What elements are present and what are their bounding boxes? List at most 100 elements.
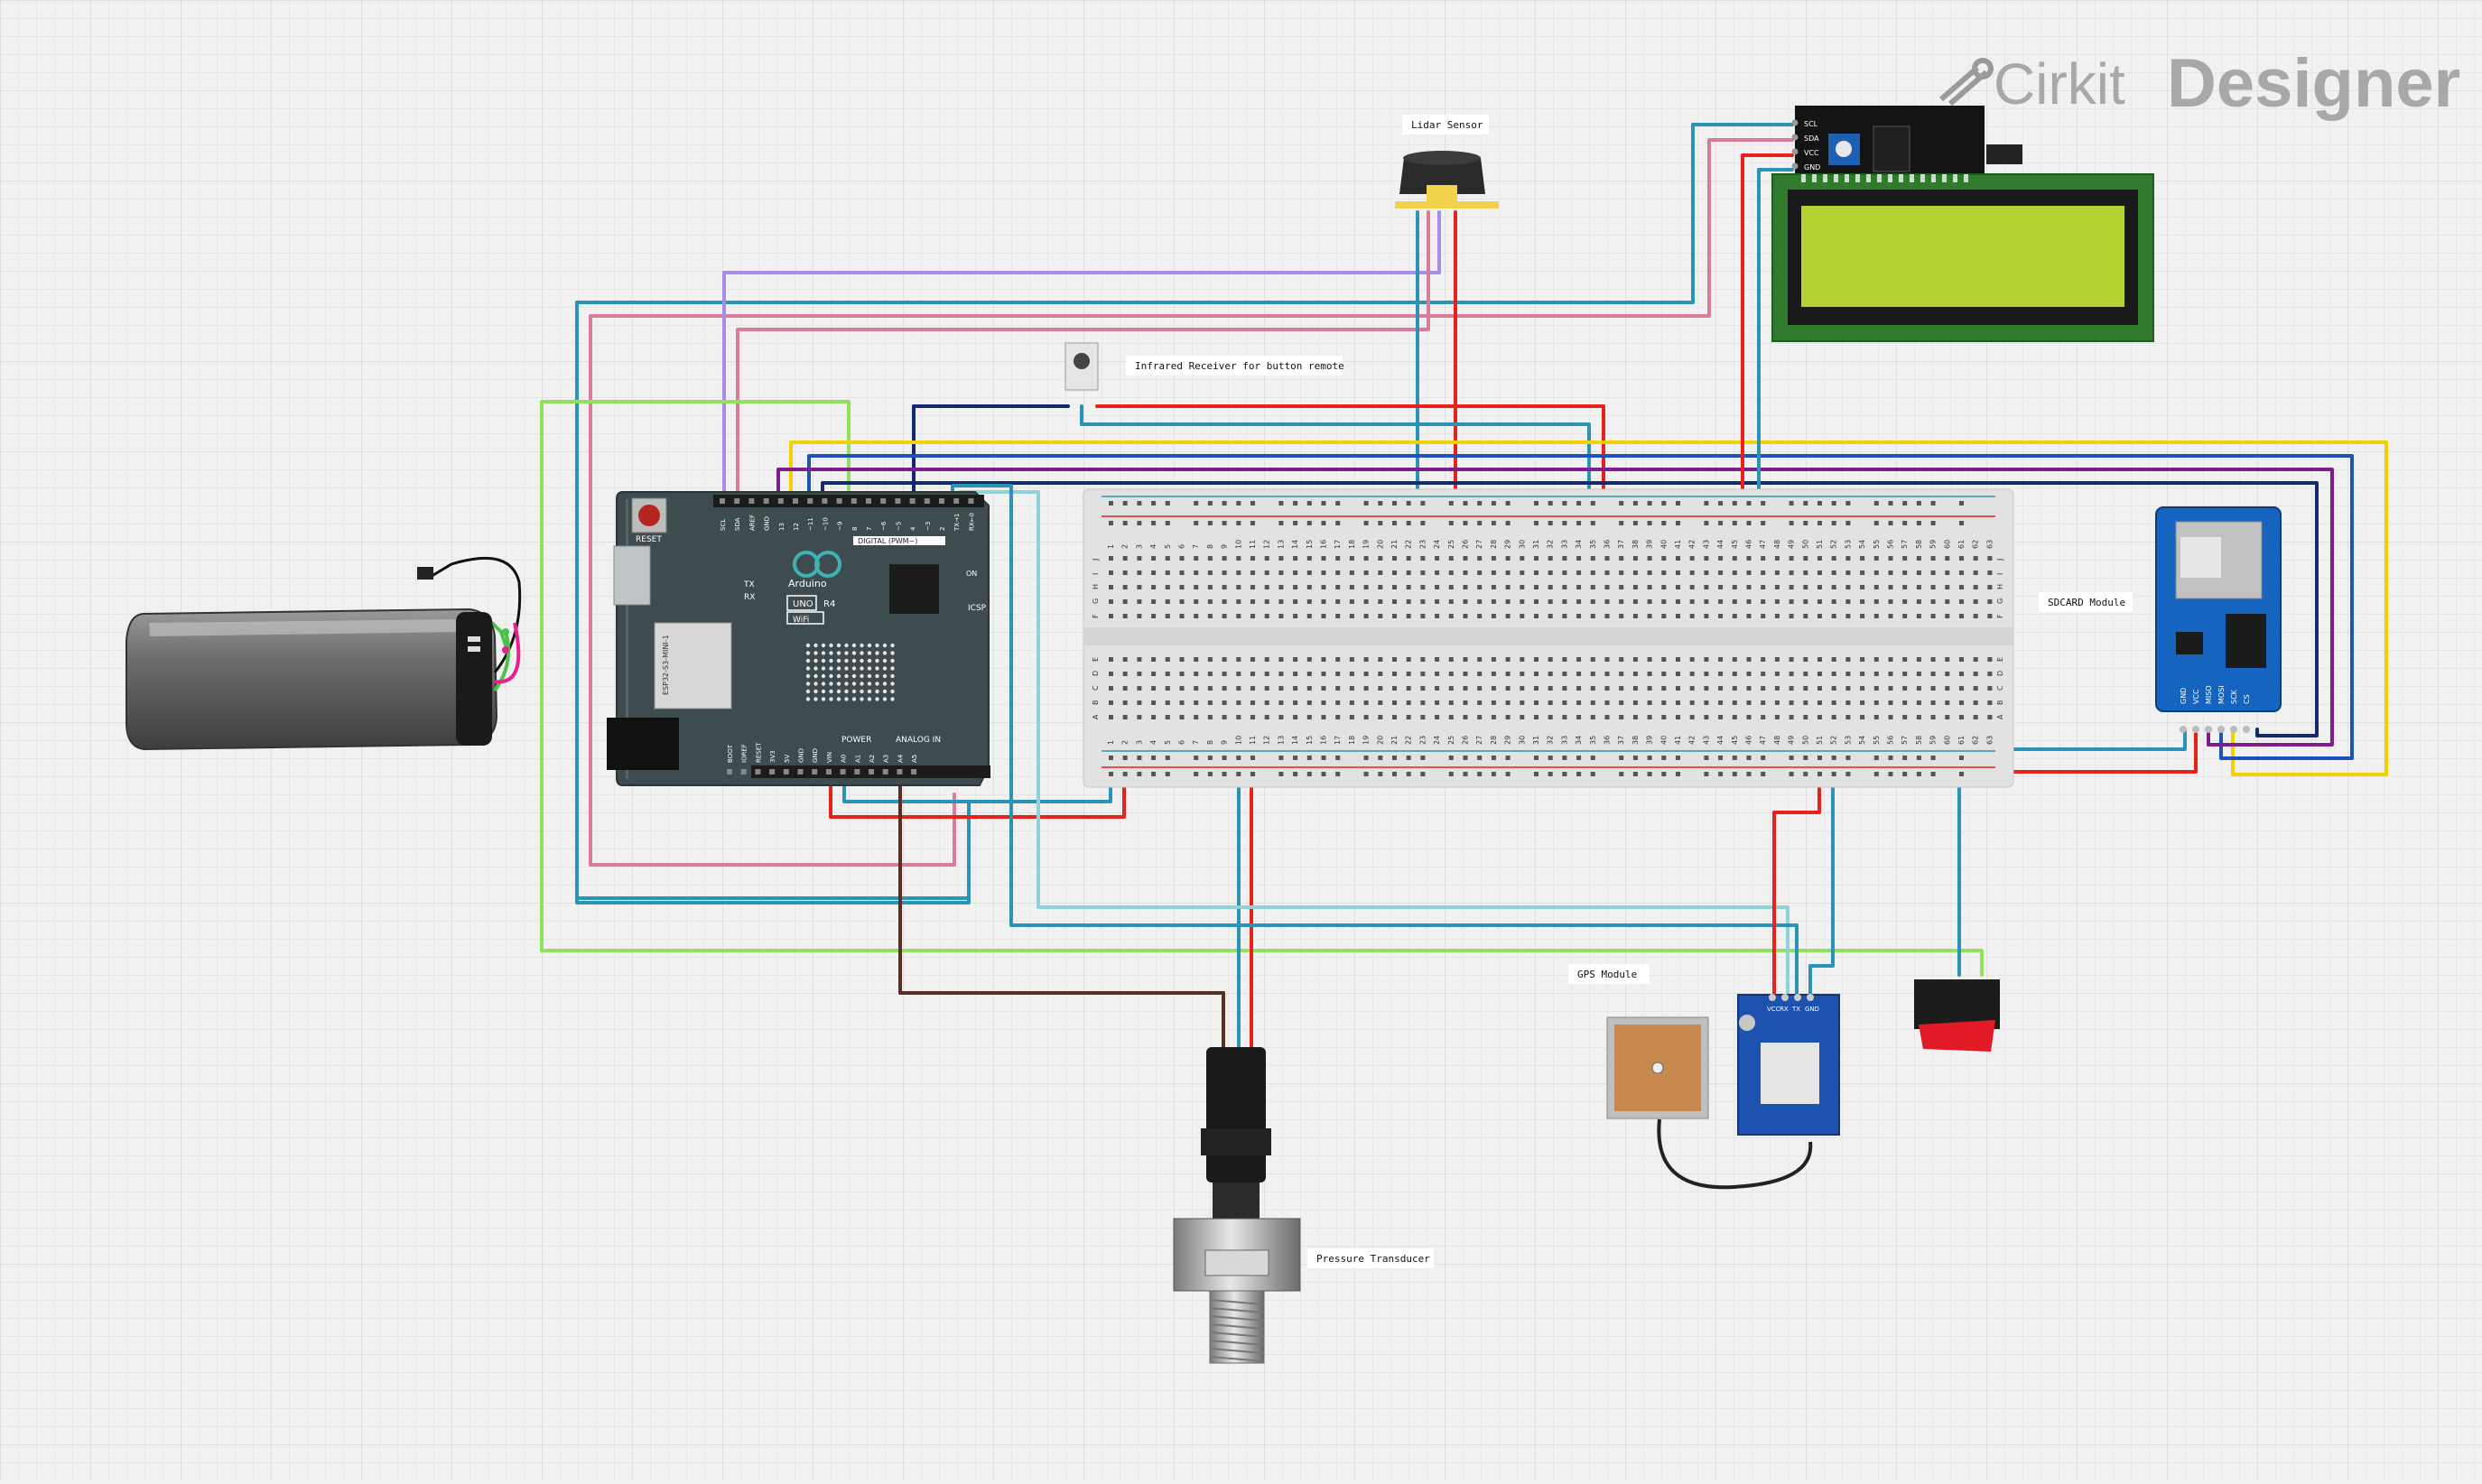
svg-text:~3: ~3: [925, 522, 932, 531]
svg-text:~10: ~10: [822, 517, 829, 531]
svg-text:34: 34: [1575, 736, 1583, 745]
wire-blue-sd-sck[interactable]: [807, 454, 2354, 760]
svg-text:61: 61: [1957, 540, 1966, 549]
infrared-receiver[interactable]: Infrared Receiver for button remote: [1064, 342, 1344, 391]
breadboard[interactable]: 1122334455667788991010111112121313141415…: [1083, 488, 2014, 788]
svg-text:VIN: VIN: [826, 752, 833, 763]
svg-text:20: 20: [1376, 736, 1384, 745]
wire-teal-gps-gnd[interactable]: [1808, 756, 1835, 995]
svg-text:22: 22: [1405, 736, 1413, 745]
wire-pink-lcd[interactable]: [589, 138, 1794, 867]
svg-text:4: 4: [1149, 544, 1157, 549]
esp32-module-label: ESP32-S3-MINI-1: [662, 635, 670, 695]
svg-text:41: 41: [1674, 540, 1682, 549]
svg-text:3: 3: [1135, 544, 1143, 549]
svg-text:SCL: SCL: [1804, 120, 1818, 128]
svg-text:GND: GND: [798, 748, 805, 763]
wire-red-gps-vcc[interactable]: [1772, 773, 1821, 995]
brand-prefix: Cirkit: [1994, 51, 2125, 116]
wire-pink-lidar[interactable]: [736, 210, 1430, 507]
arduino-uno-r4-wifi[interactable]: RESET ESP32-S3-MINI-1 Arduino UNO R4 WiF…: [607, 491, 990, 786]
wire-purple-lidar[interactable]: [722, 210, 1441, 507]
svg-text:31: 31: [1532, 540, 1540, 549]
svg-text:40: 40: [1659, 540, 1668, 549]
svg-text:62: 62: [1972, 540, 1980, 549]
svg-text:C: C: [1996, 685, 2004, 691]
svg-text:16: 16: [1320, 736, 1328, 745]
svg-text:58: 58: [1915, 736, 1923, 745]
led-matrix: [805, 643, 895, 701]
svg-text:B: B: [1996, 700, 2004, 706]
svg-text:44: 44: [1716, 540, 1724, 549]
wire-green-battery[interactable]: [490, 621, 507, 647]
svg-text:9: 9: [1221, 740, 1229, 745]
sdcard-tag: [2039, 592, 2133, 612]
svg-text:58: 58: [1915, 540, 1923, 549]
svg-text:36: 36: [1604, 736, 1612, 745]
svg-text:VCC: VCC: [1804, 149, 1819, 157]
svg-text:23: 23: [1418, 540, 1427, 549]
arduino-model: UNO: [793, 599, 813, 609]
wire-brown-pressure[interactable]: [898, 774, 1225, 1053]
svg-text:MISO: MISO: [2205, 685, 2213, 704]
lcd-16x2-display[interactable]: [1771, 173, 2154, 342]
svg-text:13: 13: [778, 523, 786, 531]
svg-text:52: 52: [1830, 540, 1838, 549]
svg-text:J: J: [1092, 559, 1100, 561]
svg-text:51: 51: [1816, 736, 1824, 745]
wire-teal-gps-tx[interactable]: [951, 484, 1799, 995]
svg-text:12: 12: [1263, 540, 1271, 549]
wire-green-power[interactable]: [540, 400, 1984, 977]
svg-text:I: I: [1092, 573, 1100, 575]
svg-text:34: 34: [1575, 540, 1583, 549]
svg-text:RX: RX: [1780, 1006, 1789, 1013]
battery-pack[interactable]: [125, 556, 522, 751]
svg-text:A5: A5: [911, 755, 918, 763]
svg-text:39: 39: [1646, 540, 1654, 549]
wire-red-sd-vcc[interactable]: [1985, 728, 2198, 774]
gps-tag: [1568, 964, 1650, 984]
svg-text:47: 47: [1759, 540, 1767, 549]
rocker-switch[interactable]: [1914, 979, 2000, 1052]
wire-red-5v[interactable]: [829, 773, 1126, 819]
main-mcu-chip: [889, 564, 939, 614]
svg-text:~6: ~6: [880, 521, 888, 531]
analog-header-label: ANALOG IN: [896, 736, 941, 745]
svg-text:B: B: [1092, 700, 1100, 706]
svg-text:7: 7: [866, 527, 873, 531]
svg-text:19: 19: [1362, 736, 1371, 745]
wire-teal-lcd[interactable]: [575, 123, 1794, 900]
breadboard-holes: [1102, 496, 1995, 776]
arduino-wifi: WiFi: [793, 616, 809, 625]
svg-text:GND: GND: [1804, 163, 1820, 172]
svg-text:42: 42: [1688, 540, 1696, 549]
reset-label: RESET: [636, 535, 662, 544]
svg-text:50: 50: [1801, 540, 1809, 549]
svg-text:GND: GND: [812, 748, 819, 763]
svg-text:G: G: [1092, 598, 1100, 604]
pressure-transducer[interactable]: Pressure Transducer: [1173, 1047, 1434, 1364]
wire-violet-sd-mosi[interactable]: [776, 468, 2334, 747]
svg-text:54: 54: [1858, 736, 1866, 745]
lcd-header-pins: [1801, 174, 1968, 182]
wire-navy-sd-miso[interactable]: [821, 481, 2319, 737]
svg-text:CS: CS: [2243, 694, 2251, 704]
svg-text:4: 4: [1149, 740, 1157, 745]
lidar-sensor[interactable]: Lidar Sensor: [1395, 115, 1499, 209]
svg-text:SCL: SCL: [720, 519, 727, 531]
svg-text:53: 53: [1844, 540, 1852, 549]
svg-text:RESET: RESET: [755, 742, 762, 763]
svg-text:A0: A0: [841, 755, 848, 763]
wire-yellow-sd-cs[interactable]: [789, 441, 2388, 776]
svg-text:59: 59: [1929, 540, 1938, 549]
svg-text:8: 8: [1206, 544, 1214, 549]
svg-text:D: D: [1092, 671, 1100, 676]
svg-text:24: 24: [1433, 540, 1441, 549]
svg-text:24: 24: [1433, 736, 1441, 745]
wire-navy-ir[interactable]: [912, 404, 1070, 507]
